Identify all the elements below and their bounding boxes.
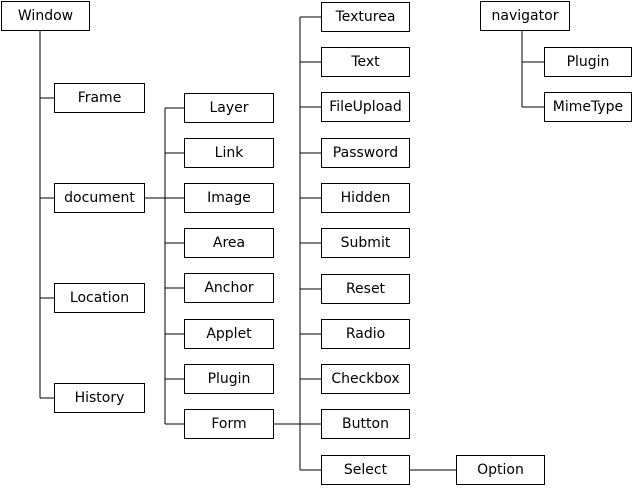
node-radio: Radio <box>321 319 410 349</box>
node-select: Select <box>321 455 410 485</box>
node-mimetype: MimeType <box>544 92 632 122</box>
node-applet: Applet <box>184 319 274 349</box>
node-document: document <box>54 183 145 213</box>
node-fileupload: FileUpload <box>321 92 410 122</box>
node-button: Button <box>321 409 410 439</box>
node-link: Link <box>184 138 274 168</box>
node-image: Image <box>184 183 274 213</box>
node-password: Password <box>321 138 410 168</box>
node-checkbox: Checkbox <box>321 364 410 394</box>
node-history: History <box>54 383 145 413</box>
node-text: Text <box>321 47 410 77</box>
node-plugin: Plugin <box>184 364 274 394</box>
node-layer: Layer <box>184 93 274 123</box>
node-location: Location <box>54 283 145 313</box>
node-submit: Submit <box>321 228 410 258</box>
node-window: Window <box>1 1 90 31</box>
node-form: Form <box>184 409 274 439</box>
node-option: Option <box>456 455 545 485</box>
node-navigator-plugin: Plugin <box>544 47 632 77</box>
node-navigator: navigator <box>480 1 570 31</box>
node-textarea: Texturea <box>321 2 410 32</box>
node-frame: Frame <box>54 83 145 113</box>
node-anchor: Anchor <box>184 273 274 303</box>
node-area: Area <box>184 228 274 258</box>
node-reset: Reset <box>321 274 410 304</box>
node-hidden: Hidden <box>321 183 410 213</box>
